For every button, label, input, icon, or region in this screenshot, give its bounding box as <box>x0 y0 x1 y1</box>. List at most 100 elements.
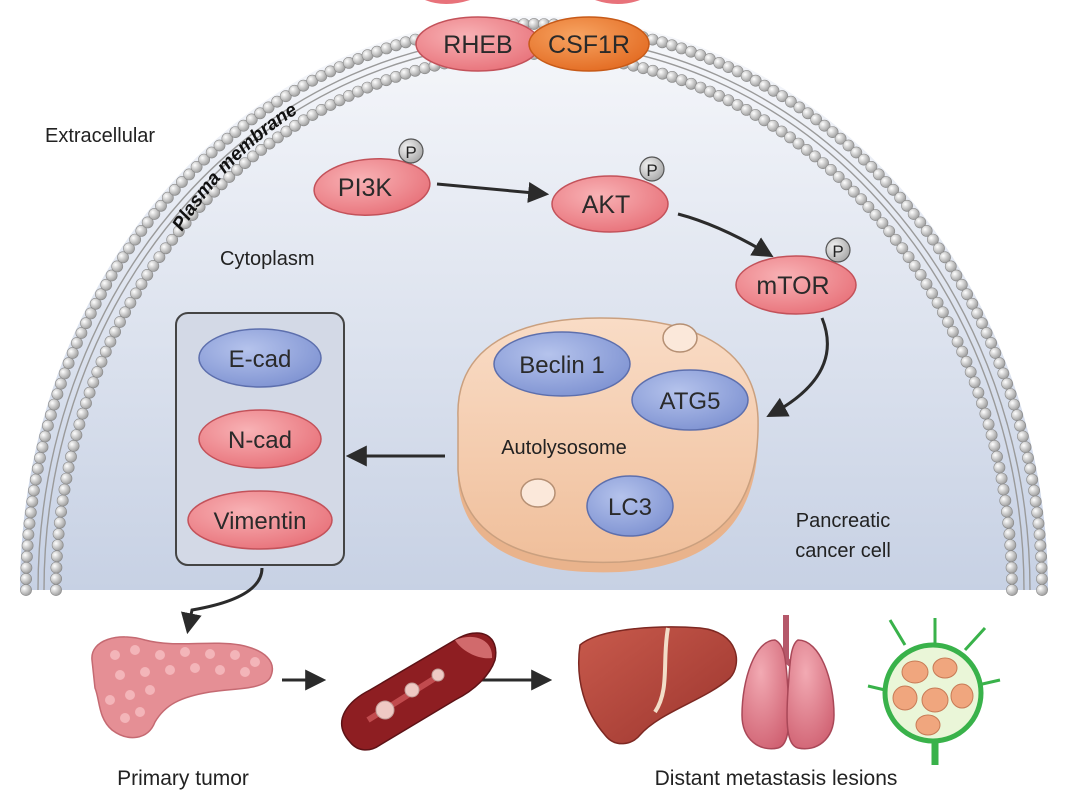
lipid-head <box>872 168 885 181</box>
lipid-head <box>961 288 973 301</box>
lipid-head <box>1033 528 1046 541</box>
lipid-head <box>114 316 126 328</box>
lipid-head <box>166 233 179 246</box>
lipid-head <box>39 430 51 443</box>
lipid-head <box>42 419 54 432</box>
pancreas-lobule <box>230 650 240 660</box>
lipid-head <box>802 107 814 120</box>
lipid-head <box>179 217 192 229</box>
lipid-head <box>223 171 236 183</box>
lipid-head <box>175 176 188 188</box>
lipid-head <box>60 472 73 485</box>
lipid-head <box>148 208 161 220</box>
lipid-head <box>20 550 33 563</box>
lipid-head <box>159 242 172 255</box>
lipid-head <box>418 62 431 75</box>
lipid-head <box>129 233 141 246</box>
vimentin-label: Vimentin <box>214 508 307 535</box>
beclin1-protein <box>493 331 631 397</box>
lipid-head <box>1022 451 1034 464</box>
lipid-head <box>894 191 907 204</box>
lipid-head <box>24 506 37 519</box>
csf1r-protein <box>528 16 650 72</box>
lipid-head <box>183 168 196 181</box>
lipid-head <box>28 484 40 497</box>
lipid-head <box>255 143 268 156</box>
lipid-head <box>213 139 226 152</box>
lipid-head <box>48 398 60 411</box>
akt-phospho-label: P <box>646 161 657 180</box>
lipid-head <box>810 113 823 126</box>
lipid-head <box>926 287 938 300</box>
lipid-head <box>834 132 847 145</box>
lipid-head <box>991 450 1003 463</box>
lipid-head <box>55 377 67 390</box>
lipid-head <box>637 62 650 75</box>
pancreas-illustration <box>91 636 273 739</box>
lipid-head <box>889 233 902 246</box>
metastasis-label: Distant metastasis lesions <box>655 767 898 790</box>
atg5-label: ATG5 <box>660 388 721 415</box>
ecad-label: E-cad <box>229 346 292 373</box>
lipid-head <box>914 268 927 281</box>
pancreas-lobule <box>135 707 145 717</box>
lipid-head <box>966 297 979 310</box>
lipid-head <box>1014 419 1026 432</box>
lipid-head <box>1035 550 1047 563</box>
lipid-head <box>161 191 174 204</box>
lipid-head <box>80 397 92 410</box>
liver-illustration <box>578 626 738 745</box>
lipid-head <box>229 126 242 139</box>
lipid-head <box>51 388 64 400</box>
lipid-head <box>53 516 66 529</box>
lipid-head <box>87 376 100 389</box>
lipid-head <box>914 216 927 229</box>
lipid-head <box>832 171 845 183</box>
ncad-label: N-cad <box>228 427 292 454</box>
lipid-head <box>982 418 995 431</box>
lipid-head <box>1034 539 1047 552</box>
lipid-head <box>67 439 80 452</box>
pancreas-lobule <box>145 685 155 695</box>
lipid-head <box>758 114 771 127</box>
pancreas-lobule <box>110 650 120 660</box>
lipid-head <box>980 327 993 339</box>
lipid-head <box>784 131 796 144</box>
lipid-head <box>1006 572 1018 585</box>
lipid-head <box>883 225 896 238</box>
lipid-head <box>399 36 412 49</box>
pancreas-lobule <box>140 667 150 677</box>
lipid-head <box>1017 430 1029 443</box>
lipid-head <box>960 355 973 368</box>
lipid-head <box>83 386 96 399</box>
lipid-head <box>129 287 142 300</box>
lipid-head <box>289 119 301 132</box>
lipid-head <box>20 561 33 574</box>
lipid-head <box>939 251 951 264</box>
lipid-head <box>749 74 762 87</box>
lipid-head <box>896 242 909 255</box>
lymph-node-illustration <box>867 618 1001 765</box>
lipid-head <box>1008 398 1020 411</box>
lipid-head <box>901 199 913 212</box>
lipid-head <box>999 494 1012 507</box>
lipid-head <box>105 269 118 282</box>
lipid-head <box>95 355 108 368</box>
lipid-head <box>231 163 243 176</box>
lipid-head <box>36 441 49 453</box>
ligand-top-left <box>425 0 470 4</box>
lipid-head <box>104 335 117 348</box>
lipid-head <box>288 84 301 97</box>
pi3k-phospho-label: P <box>405 143 416 162</box>
lipid-head <box>1036 573 1048 585</box>
lipid-head <box>731 99 744 111</box>
lipid-head <box>985 429 998 441</box>
arrow-mtor-to-autolysosome <box>766 317 829 417</box>
lipid-head <box>944 260 957 273</box>
lipid-head <box>956 345 969 358</box>
lipid-head <box>995 472 1008 485</box>
lipid-head <box>993 461 1006 474</box>
lipid-head <box>1001 377 1013 390</box>
lipid-head <box>988 439 1001 452</box>
lipid-head <box>29 473 42 486</box>
